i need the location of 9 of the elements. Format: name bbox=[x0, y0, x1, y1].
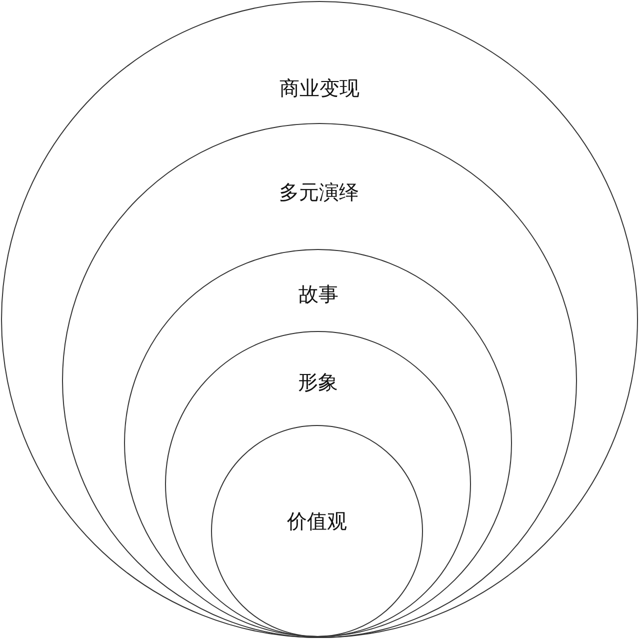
nested-circle bbox=[210, 424, 423, 637]
layer-label: 多元演绎 bbox=[279, 180, 360, 204]
nested-circle bbox=[62, 122, 577, 638]
layer-label: 商业变现 bbox=[280, 76, 360, 100]
layer-label: 故事 bbox=[298, 282, 338, 306]
layer-label: 形象 bbox=[298, 370, 338, 394]
layer-label: 价值观 bbox=[286, 509, 347, 534]
nested-circle bbox=[124, 249, 512, 638]
nested-circle bbox=[165, 331, 472, 638]
